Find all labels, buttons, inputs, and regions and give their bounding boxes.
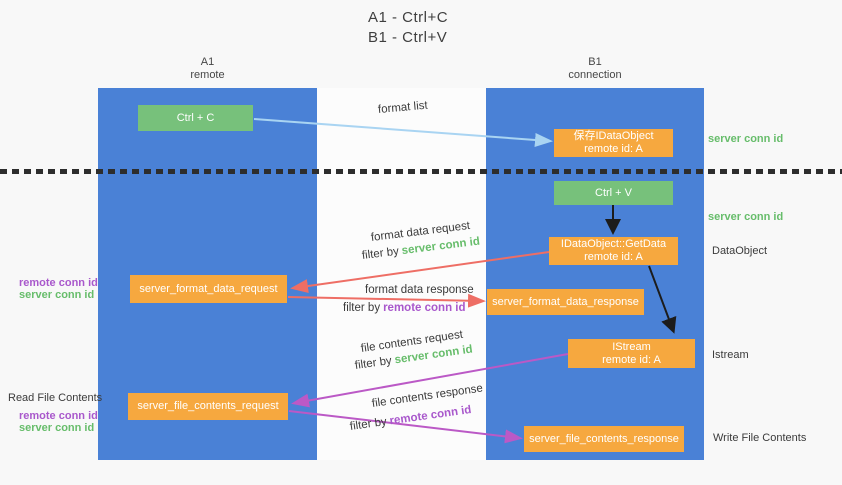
node-save-idataobject-line2: remote id: A (584, 143, 643, 155)
title-line-b1: B1 - Ctrl+V (368, 29, 448, 46)
node-server-format-data-response-label: server_format_data_response (492, 295, 639, 308)
remote-conn-id-label: remote conn id (19, 410, 98, 422)
annotation-left-bottom-conn-ids: remote conn id server conn id (19, 410, 98, 434)
remote-conn-id-label: remote conn id (19, 277, 98, 289)
annotation-istream: Istream (712, 349, 749, 361)
remote-conn-id-key: remote conn id (383, 302, 466, 314)
lifeline-a1-name: A1 (200, 56, 215, 68)
lifeline-b1-name: B1 (588, 56, 602, 68)
lifeline-a1-role: remote (190, 69, 225, 81)
annotation-read-file-contents: Read File Contents (8, 392, 103, 404)
node-getdata: IDataObject::GetData remote id: A (549, 237, 678, 265)
node-server-format-data-response: server_format_data_response (487, 289, 644, 315)
annotation-server-conn-id-top: server conn id (708, 133, 784, 145)
lifeline-b1-role: connection (568, 69, 622, 81)
node-istream-line2: remote id: A (602, 353, 661, 366)
annotation-write-file-contents: Write File Contents (713, 432, 807, 444)
lifeline-b1-header: B1 connection (486, 56, 704, 82)
filter-by-text: filter by (343, 302, 381, 314)
annotation-server-conn-id-mid: server conn id (708, 211, 784, 223)
label-format-data-response: format data response (365, 284, 474, 296)
node-server-file-contents-response: server_file_contents_response (524, 426, 684, 452)
node-ctrl-v: Ctrl + V (554, 181, 673, 205)
node-ctrl-c-label: Ctrl + C (176, 111, 215, 124)
node-server-format-data-request-label: server_format_data_request (139, 282, 278, 295)
node-istream-line1: IStream (612, 340, 651, 353)
title-line-a1: A1 - Ctrl+C (368, 9, 449, 26)
separator-dotted-line (0, 169, 842, 174)
node-server-file-contents-request-label: server_file_contents_request (137, 400, 279, 412)
server-conn-id-label: server conn id (19, 421, 95, 434)
annotation-left-mid-conn-ids: remote conn id server conn id (19, 277, 98, 301)
annotation-dataobject: DataObject (712, 245, 768, 257)
lifeline-a1-header: A1 remote (98, 56, 317, 82)
node-ctrl-c: Ctrl + C (138, 105, 253, 131)
node-ctrl-v-label: Ctrl + V (595, 186, 632, 199)
page-title: A1 - Ctrl+C B1 - Ctrl+V (368, 8, 448, 48)
server-conn-id-label: server conn id (19, 288, 95, 301)
node-save-idataobject-line1: 保存IDataObject (573, 130, 654, 142)
node-server-file-contents-request: server_file_contents_request (128, 393, 288, 420)
node-istream: IStream remote id: A (568, 339, 695, 368)
node-server-format-data-request: server_format_data_request (130, 275, 287, 303)
node-save-idataobject: 保存IDataObject remote id: A (554, 129, 673, 157)
node-getdata-line1: IDataObject::GetData (560, 238, 667, 250)
node-server-file-contents-response-label: server_file_contents_response (529, 432, 679, 445)
node-getdata-line2: remote id: A (584, 251, 643, 263)
